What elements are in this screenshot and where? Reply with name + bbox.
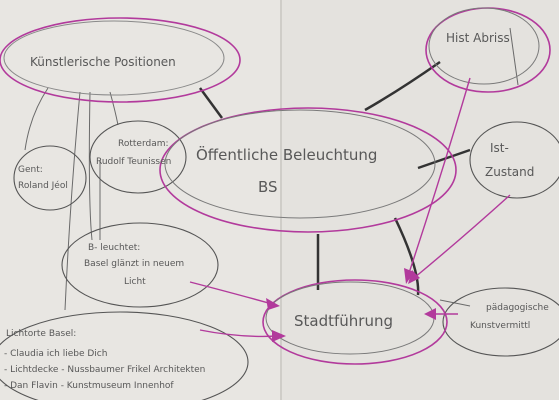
arrow-lichtorte-stadt bbox=[199, 329, 279, 338]
beleuchtet-ellipse bbox=[61, 222, 219, 308]
connector-hist-ist bbox=[509, 27, 519, 86]
connector-center-stadt-2 bbox=[393, 217, 420, 296]
rotterdam-label-1: Rotterdam: bbox=[118, 139, 169, 149]
paed-ellipse bbox=[442, 287, 559, 357]
lichtorte-ellipse bbox=[0, 311, 249, 400]
stadt-ellipse bbox=[262, 279, 448, 365]
lichtorte-item-3: - Dan Flavin - Kunstmuseum Innenhof bbox=[4, 381, 174, 391]
arrow-beleuchtet-stadt bbox=[189, 281, 273, 305]
beleuchtet-label-1: B- leuchtet: bbox=[88, 243, 140, 253]
arrowhead-paed bbox=[424, 308, 436, 320]
center-label-1: Öffentliche Beleuchtung bbox=[196, 145, 377, 164]
ist-label-2: Zustand bbox=[485, 165, 534, 179]
rotterdam-label-2: Rudolf Teunissen bbox=[96, 157, 171, 167]
connector-kuenstlerische-beleuchtet bbox=[88, 91, 93, 241]
beleuchtet-label-2: Basel glänzt in neuem bbox=[84, 259, 184, 269]
lichtorte-item-2: - Lichtdecke - Nussbaumer Frikel Archite… bbox=[4, 365, 205, 375]
thin-connectors bbox=[24, 27, 519, 311]
lichtorte-title: Lichtorte Basel: bbox=[6, 329, 76, 339]
ist-label-1: Ist- bbox=[490, 141, 509, 155]
gent-label-1: Gent: bbox=[18, 165, 43, 175]
paper-left-page bbox=[0, 0, 280, 400]
rotterdam-ellipse bbox=[89, 120, 187, 194]
paed-label-2: Kunstvermittl bbox=[470, 321, 530, 331]
arrowhead-ist bbox=[408, 270, 420, 284]
connector-kuenstlerische-center bbox=[198, 87, 224, 119]
kuenstlerische-label: Künstlerische Positionen bbox=[30, 55, 176, 69]
gent-label-2: Roland Jéol bbox=[18, 180, 68, 191]
center-ellipse bbox=[159, 107, 457, 233]
gent-ellipse bbox=[13, 145, 87, 211]
connector-ist-center bbox=[417, 148, 471, 170]
connector-kuenstlerische-lichtorte bbox=[64, 91, 81, 311]
connector-stadt-paed bbox=[439, 299, 471, 307]
lichtorte-item-1: - Claudia ich liebe Dich bbox=[4, 349, 107, 359]
stadt-label: Stadtführung bbox=[294, 312, 393, 330]
beleuchtet-label-3: Licht bbox=[124, 277, 146, 287]
paed-label-1: pädagogische bbox=[486, 303, 549, 313]
hist-label: Hist Abriss bbox=[446, 31, 510, 45]
arrow-ist-stadt bbox=[413, 194, 511, 279]
arrowhead-lichtorte bbox=[272, 330, 286, 342]
center-label-2: BS bbox=[258, 178, 278, 196]
arrowhead-beleuchtet bbox=[266, 298, 280, 310]
ist-ellipse bbox=[469, 121, 559, 199]
kuenstlerische-ellipse bbox=[0, 17, 241, 103]
arrow-hist-stadt bbox=[407, 77, 471, 277]
